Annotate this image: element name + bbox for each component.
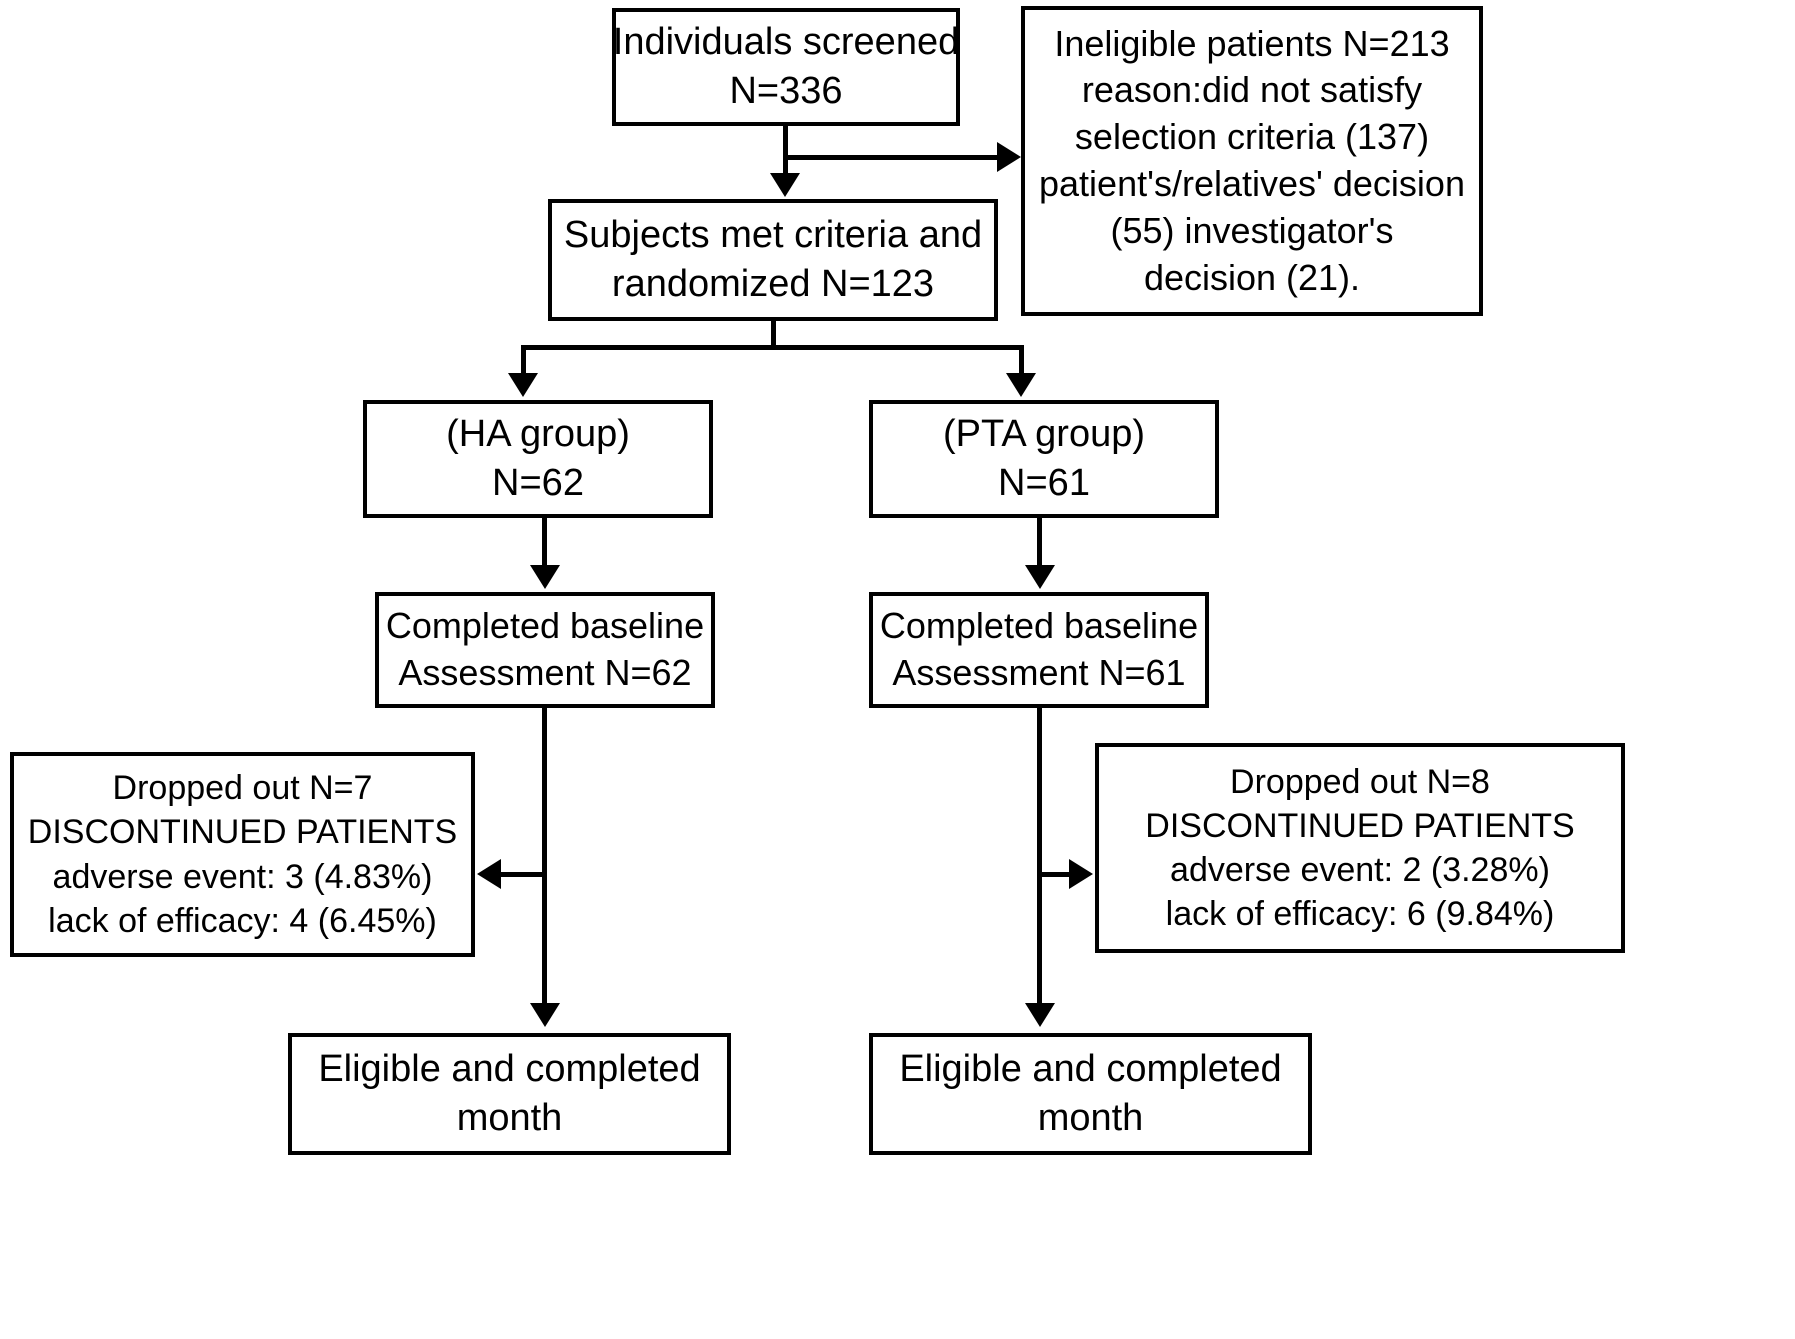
connector-ha-baseline-to-completed [542, 708, 547, 1005]
node-line: reason:did not satisfy [1081, 69, 1423, 111]
node-line: N=336 [729, 70, 843, 112]
node-line: lack of efficacy: 4 (6.45%) [48, 901, 437, 940]
node-pta-completed-baseline: Completed baseline Assessment N=61 [869, 592, 1209, 708]
arrow-pta-to-completed [1025, 1003, 1055, 1027]
node-ha-dropped-out: Dropped out N=7 DISCONTINUED PATIENTS ad… [10, 752, 475, 957]
connector-screened-to-ineligible [783, 155, 998, 160]
node-line: Eligible and completed [899, 1047, 1282, 1090]
arrow-to-ineligible [997, 142, 1021, 172]
node-ha-group: (HA group) N=62 [363, 400, 713, 518]
connector-to-ha-group [521, 345, 526, 377]
node-line: selection criteria (137) [1074, 116, 1430, 158]
node-pta-dropped-out: Dropped out N=8 DISCONTINUED PATIENTS ad… [1095, 743, 1625, 953]
connector-randomized-stem [771, 321, 776, 349]
node-line: Completed baseline [879, 605, 1199, 647]
node-line: month [1037, 1097, 1144, 1139]
node-line: (HA group) [446, 412, 630, 455]
node-line: DISCONTINUED PATIENTS [27, 813, 458, 852]
node-line: Individuals screened [612, 20, 960, 63]
arrow-pta-to-dropout [1069, 859, 1093, 889]
arrow-pta-group-to-baseline [1025, 565, 1055, 589]
node-pta-eligible-completed: Eligible and completed month [869, 1033, 1312, 1155]
connector-split-bar [521, 345, 1024, 350]
node-ineligible-patients: Ineligible patients N=213 reason:did not… [1021, 6, 1483, 316]
node-ha-eligible-completed: Eligible and completed month [288, 1033, 731, 1155]
node-line: Completed baseline [385, 605, 705, 647]
node-individuals-screened: Individuals screened N=336 [612, 8, 960, 126]
node-line: adverse event: 2 (3.28%) [1170, 851, 1550, 889]
connector-pta-baseline-to-completed [1037, 708, 1042, 1005]
connector-screened-stem [783, 126, 788, 160]
node-line: Assessment N=61 [892, 652, 1186, 693]
node-line: Dropped out N=7 [112, 769, 373, 808]
connector-pta-group-to-baseline [1037, 518, 1042, 568]
node-line: randomized N=123 [611, 263, 935, 305]
node-line: Dropped out N=8 [1230, 762, 1490, 801]
node-line: month [456, 1097, 563, 1139]
connector-screened-to-randomized [783, 155, 788, 175]
node-line: DISCONTINUED PATIENTS [1145, 806, 1575, 845]
arrow-to-pta-group [1006, 373, 1036, 397]
connector-to-pta-group [1019, 345, 1024, 377]
connector-ha-to-dropout [500, 872, 546, 877]
node-pta-group: (PTA group) N=61 [869, 400, 1219, 518]
node-line: lack of efficacy: 6 (9.84%) [1165, 895, 1555, 934]
node-line: Assessment N=62 [398, 652, 692, 693]
node-line: N=61 [998, 462, 1090, 504]
node-line: (55) investigator's [1110, 209, 1394, 251]
arrow-to-ha-group [508, 373, 538, 397]
node-line: Eligible and completed [318, 1047, 701, 1090]
node-line: N=62 [492, 462, 584, 504]
node-line: decision (21). [1143, 256, 1361, 298]
arrow-ha-to-completed [530, 1003, 560, 1027]
node-ha-completed-baseline: Completed baseline Assessment N=62 [375, 592, 715, 708]
arrow-ha-group-to-baseline [530, 565, 560, 589]
node-line: Subjects met criteria and [563, 213, 983, 256]
node-line: patient's/relatives' decision [1039, 163, 1465, 204]
connector-pta-to-dropout [1042, 872, 1072, 877]
node-subjects-met-criteria: Subjects met criteria and randomized N=1… [548, 199, 998, 321]
node-line: (PTA group) [942, 412, 1146, 455]
node-line: adverse event: 3 (4.83%) [52, 857, 433, 896]
connector-ha-group-to-baseline [542, 518, 547, 568]
arrow-to-randomized [770, 173, 800, 197]
arrow-ha-to-dropout [477, 859, 501, 889]
node-line: Ineligible patients N=213 [1054, 22, 1450, 64]
